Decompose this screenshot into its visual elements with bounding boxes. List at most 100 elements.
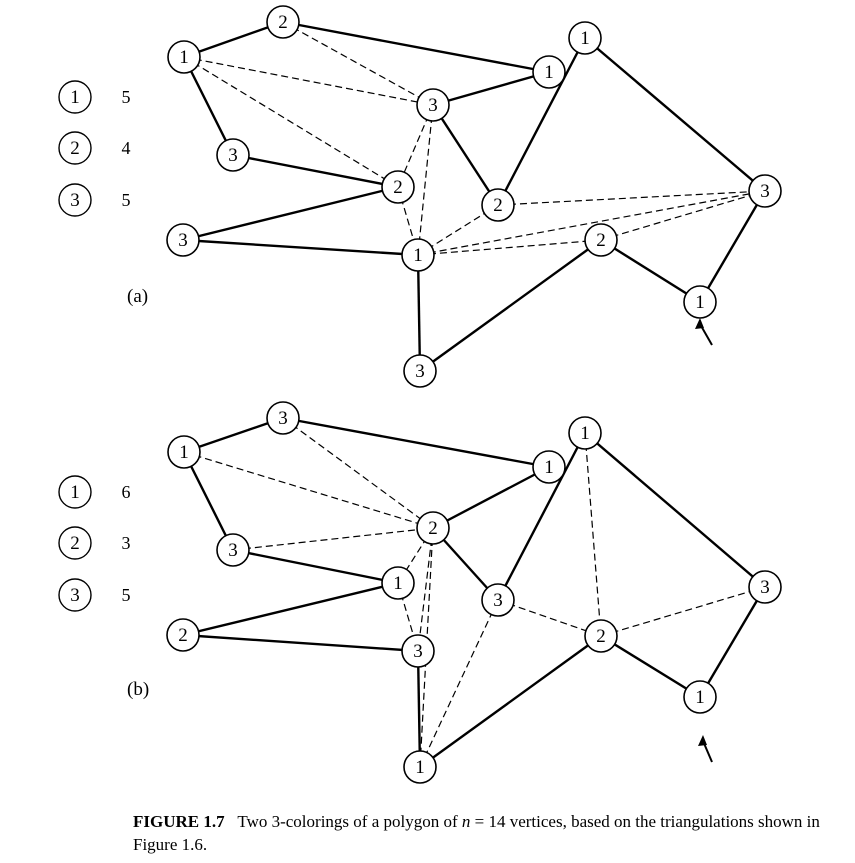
vertex-circle: [266, 401, 300, 435]
caption-text-end: = 14 vertices, based on the triangulatio…: [133, 812, 820, 854]
vertex-label: 3: [413, 641, 423, 662]
legend-count: 5: [122, 585, 131, 605]
polygon-edge: [584, 37, 766, 192]
legend-count: 5: [122, 190, 131, 210]
diagonal-edge: [584, 432, 602, 637]
vertex-label: 3: [178, 230, 188, 251]
vertex-label: 2: [178, 625, 188, 646]
vertex-label: 1: [179, 442, 189, 463]
vertex-label: 3: [760, 577, 770, 598]
figure-caption: FIGURE 1.7 Two 3-colorings of a polygon …: [133, 810, 853, 856]
vertex-label: 1: [415, 757, 425, 778]
polygon-edge: [182, 451, 235, 551]
vertex-label: 2: [493, 195, 503, 216]
vertex-circle: [381, 566, 415, 600]
vertex-label: 1: [695, 687, 705, 708]
vertex-circle: [166, 618, 200, 652]
vertex-circle: [584, 619, 618, 653]
diagonal-edge: [417, 527, 434, 652]
vertex-circle: [401, 238, 435, 272]
arrow-head-icon: [698, 735, 707, 746]
legend-count: 4: [122, 138, 131, 158]
vertex-label: 1: [393, 573, 403, 594]
diagonal-edge: [600, 586, 766, 637]
vertex-circle: [266, 5, 300, 39]
polygon-edge: [182, 56, 235, 156]
vertex-circle: [167, 435, 201, 469]
polygon-edge: [419, 239, 602, 372]
polygon-edge: [432, 70, 550, 107]
legend-count: 5: [122, 87, 131, 107]
panel-label-a: (a): [127, 286, 149, 307]
diagonal-edge: [183, 56, 434, 106]
vertex-circle: [481, 188, 515, 222]
diagonal-edge: [419, 527, 434, 768]
vertex-circle: [167, 40, 201, 74]
caption-variable: n: [461, 812, 471, 831]
polygon-edge: [182, 581, 399, 637]
polygon-edge: [416, 650, 422, 768]
vertex-label: 2: [596, 230, 606, 251]
legend-color-circle: [58, 80, 92, 114]
vertex-circle: [403, 354, 437, 388]
legend-color-label: 2: [70, 138, 80, 159]
polygon-edge: [282, 416, 550, 469]
vertex-circle: [216, 533, 250, 567]
legend-color-circle: [58, 475, 92, 509]
caption-text: Two 3-colorings of a polygon of: [237, 812, 462, 831]
legend-color-circle: [58, 526, 92, 560]
polygon-edge: [232, 153, 399, 189]
legend-color-label: 1: [70, 87, 80, 108]
vertex-label: 3: [415, 361, 425, 382]
arrow-head-icon: [695, 318, 704, 329]
diagonal-edge: [282, 21, 434, 106]
vertex-label: 3: [428, 95, 438, 116]
polygon-edge: [416, 254, 422, 372]
vertex-circle: [403, 750, 437, 784]
legend-color-label: 2: [70, 533, 80, 554]
vertex-circle: [532, 55, 566, 89]
diagonal-edge: [419, 599, 499, 768]
vertex-label: 3: [228, 145, 238, 166]
diagonal-edge: [232, 527, 434, 551]
vertex-label: 1: [413, 245, 423, 266]
legend-color-circle: [58, 578, 92, 612]
vertex-circle: [532, 450, 566, 484]
vertex-circle: [748, 174, 782, 208]
vertex-label: 1: [580, 423, 590, 444]
legend-color-label: 1: [70, 482, 80, 503]
figure-number: FIGURE 1.7: [133, 812, 225, 831]
diagonal-edge: [417, 190, 766, 256]
vertex-circle: [416, 88, 450, 122]
polygon-edge: [584, 432, 766, 588]
polygon-edge: [600, 634, 701, 699]
vertex-circle: [416, 511, 450, 545]
vertex-circle: [568, 21, 602, 55]
panel-label-b: (b): [127, 679, 150, 700]
vertex-circle: [166, 223, 200, 257]
diagonal-edge: [282, 417, 434, 529]
polygon-edge: [182, 633, 419, 653]
vertex-label: 2: [278, 12, 288, 33]
vertex-label: 1: [580, 28, 590, 49]
vertex-circle: [216, 138, 250, 172]
polygon-edge: [496, 37, 587, 206]
vertex-circle: [748, 570, 782, 604]
legend-color-label: 3: [70, 585, 80, 606]
polygon-edge: [182, 238, 419, 257]
diagonal-edge: [497, 599, 602, 637]
legend-color-label: 3: [70, 190, 80, 211]
polygon-edge: [432, 465, 550, 530]
legend-count: 6: [122, 482, 131, 502]
vertex-circle: [568, 416, 602, 450]
vertex-label: 2: [428, 518, 438, 539]
vertex-label: 2: [596, 626, 606, 647]
diagonal-edge: [497, 190, 766, 206]
vertex-label: 3: [228, 540, 238, 561]
polygon-edge: [232, 548, 399, 585]
diagonal-edge: [183, 451, 434, 529]
polygon-edge: [183, 416, 284, 454]
polygon-edge: [431, 104, 500, 206]
